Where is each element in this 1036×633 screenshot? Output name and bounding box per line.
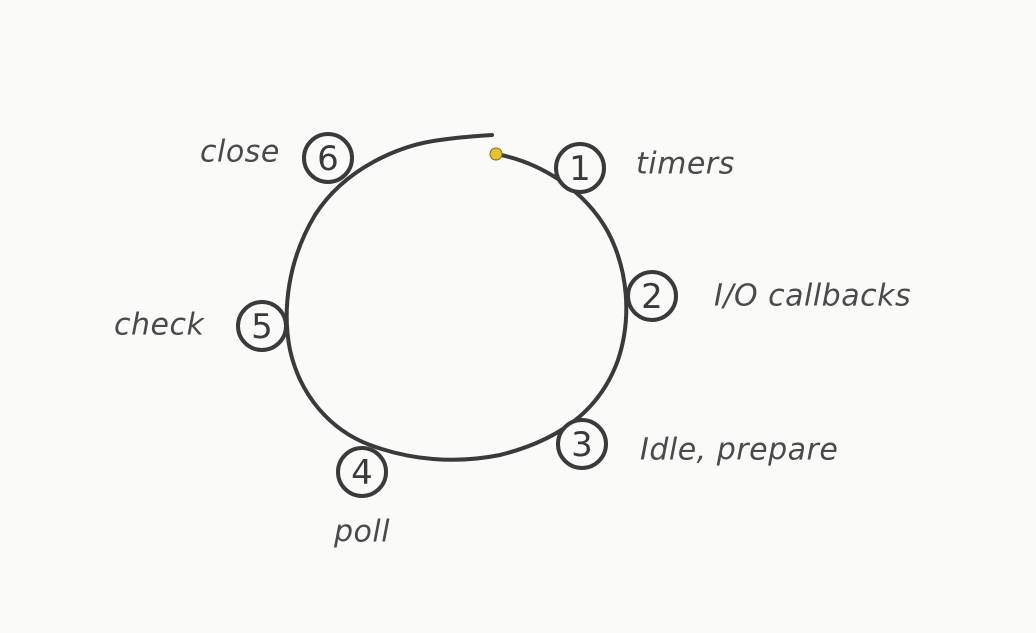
phase-4-label: poll: [333, 515, 390, 550]
phase-4-number: 4: [351, 453, 373, 493]
phase-6-label: close: [200, 135, 280, 170]
phase-6-badge: [302, 132, 354, 184]
phase-1-label: timers: [636, 147, 735, 182]
phase-5-number: 5: [251, 307, 273, 347]
phase-1: 1 timers: [554, 142, 735, 194]
phase-2-badge: [626, 270, 678, 322]
phase-3-badge: [556, 418, 608, 470]
phase-2: 2 I/O callbacks: [626, 270, 911, 322]
phase-5: 5 check: [114, 300, 288, 352]
phase-6-number: 6: [317, 139, 339, 179]
loop-start-dot: [489, 147, 503, 161]
phase-1-number: 1: [569, 149, 591, 189]
loop-circle: [284, 133, 629, 462]
phase-2-label: I/O callbacks: [714, 279, 911, 314]
phase-2-number: 2: [641, 277, 663, 317]
phase-3-label: Idle, prepare: [640, 433, 838, 468]
phase-3-number: 3: [571, 425, 593, 465]
phase-4: 4 poll: [333, 446, 390, 550]
phase-4-badge: [336, 446, 388, 498]
phase-5-badge: [236, 300, 288, 352]
phase-1-badge: [554, 142, 606, 194]
phase-3: 3 Idle, prepare: [556, 418, 838, 470]
phase-6: 6 close: [200, 132, 354, 184]
phase-5-label: check: [114, 308, 205, 343]
